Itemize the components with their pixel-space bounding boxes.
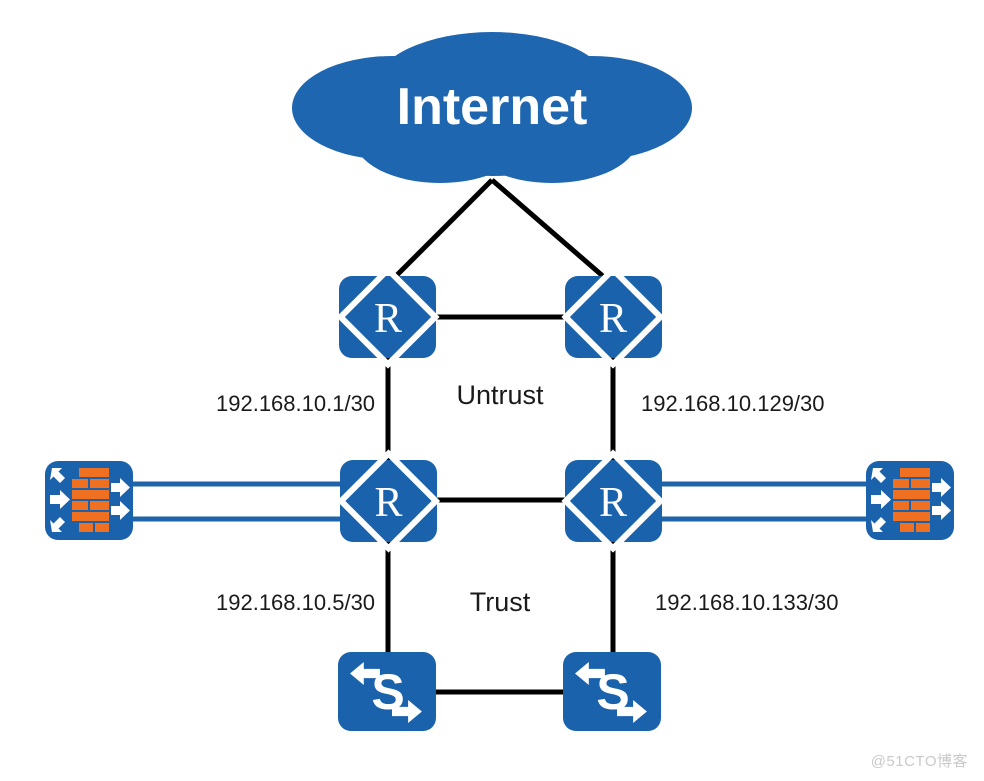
firewall-right-brick-wall-icon: [893, 468, 930, 532]
internet-cloud-label: Internet: [397, 78, 588, 136]
switch-bottom-left[interactable]: S: [338, 652, 436, 731]
router-mid-left[interactable]: R: [336, 449, 441, 553]
zone-label-untrust: Untrust: [456, 380, 544, 410]
router-mid-left-diamond: [336, 449, 441, 553]
router-top-right-label: R: [599, 296, 627, 342]
router-mid-right-label: R: [599, 480, 627, 526]
firewall-left-body: [45, 461, 133, 540]
switch-bottom-right[interactable]: S: [563, 652, 661, 731]
internet-cloud[interactable]: Internet: [292, 32, 692, 183]
cloud-shape: [292, 32, 692, 183]
switch-bottom-left-label: S: [371, 664, 404, 720]
edges-group: [128, 178, 872, 695]
watermark: @51CTO博客: [870, 753, 968, 770]
firewall-right-body: [866, 461, 954, 540]
switch-bottom-right-label: S: [596, 664, 629, 720]
zone-label-trust: Trust: [470, 587, 531, 617]
router-top-right-diamond: [561, 265, 665, 369]
firewall-right-inbound-arrows-icon: [871, 468, 891, 532]
router-top-left[interactable]: R: [336, 265, 440, 369]
router-top-left-diamond: [336, 265, 440, 369]
router-mid-left-label: R: [374, 480, 402, 526]
firewall-right[interactable]: [866, 461, 954, 540]
ip-label-trust-right: 192.168.10.133/30: [655, 590, 839, 615]
labels-group: 192.168.10.1/30 Untrust 192.168.10.129/3…: [216, 380, 839, 617]
firewall-left[interactable]: [45, 461, 133, 540]
ip-label-trust-left: 192.168.10.5/30: [216, 590, 375, 615]
router-top-left-label: R: [374, 296, 402, 342]
firewall-left-outbound-arrows-icon: [111, 478, 130, 520]
router-top-right[interactable]: R: [561, 265, 665, 369]
firewall-right-outbound-arrows-icon: [932, 478, 951, 520]
ip-label-untrust-left: 192.168.10.1/30: [216, 391, 375, 416]
ip-label-untrust-right: 192.168.10.129/30: [641, 391, 825, 416]
firewall-left-brick-wall-icon: [72, 468, 109, 532]
router-mid-right-diamond: [561, 449, 665, 553]
firewall-left-inbound-arrows-icon: [50, 468, 70, 532]
router-mid-right[interactable]: R: [561, 449, 665, 553]
edge-cloud-to-router-top-left: [386, 178, 494, 286]
edge-cloud-to-router-top-right: [490, 178, 614, 286]
